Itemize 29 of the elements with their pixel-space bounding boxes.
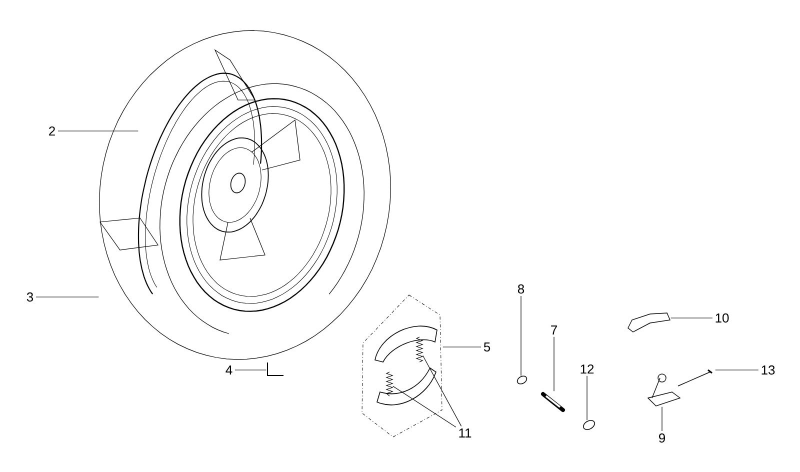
callout-number: 11	[459, 428, 472, 438]
callout-number: 13	[762, 365, 775, 375]
callout-number: 9	[659, 433, 665, 443]
washer-drawing	[583, 420, 595, 430]
spring-drawing	[386, 372, 394, 396]
leader-line	[422, 355, 462, 426]
callout-number: 8	[518, 284, 524, 294]
callout-number: 2	[49, 126, 55, 136]
callout-number: 12	[580, 364, 594, 374]
leader-line	[392, 386, 456, 428]
washer-drawing	[516, 376, 528, 384]
tire-drawing	[99, 30, 391, 360]
bolt-drawing	[678, 369, 712, 386]
callout-number: 7	[551, 326, 557, 334]
leader-line	[586, 376, 588, 420]
valve-drawing	[267, 362, 284, 376]
spring-drawing	[416, 336, 424, 362]
callout-number: 10	[716, 313, 729, 323]
leader-line	[36, 296, 99, 298]
leader-line	[520, 296, 522, 376]
callout-number: 5	[484, 342, 490, 352]
callout-number: 3	[26, 292, 34, 302]
leader-line	[442, 346, 482, 348]
wheel-rim-drawing	[138, 72, 345, 312]
leader-line	[58, 130, 138, 132]
brake-pad-drawing	[628, 312, 670, 332]
valve-stem-drawing	[541, 392, 565, 412]
brake-shoe-drawing	[362, 294, 442, 438]
callout-number: 4	[226, 366, 232, 374]
